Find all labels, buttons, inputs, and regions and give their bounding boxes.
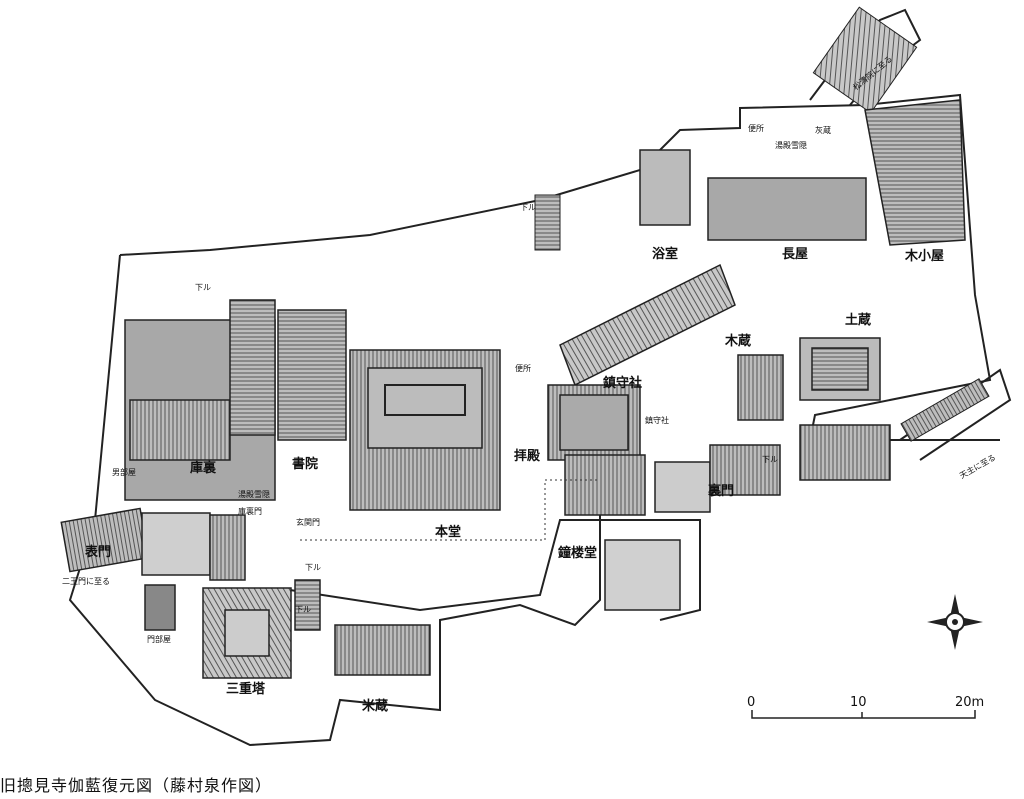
sanjuto-core	[224, 609, 270, 657]
shoro-building	[604, 539, 681, 611]
label-monbeya: 門部屋	[147, 634, 171, 644]
label-otokobeya: 男部屋	[112, 467, 136, 477]
scale-label-mid: 10	[850, 695, 867, 710]
omotemon-roof-east	[209, 514, 246, 581]
outer-wall	[119, 93, 1000, 441]
label-tenshu: 天主に至る	[958, 452, 998, 481]
kuri-roof	[129, 399, 231, 461]
omotemon-gate	[141, 512, 211, 576]
label-haiden: 拝殿	[514, 448, 541, 464]
chinjusha-building	[559, 394, 629, 451]
label-sagaru: 下ル	[762, 455, 778, 464]
figure-caption: 旧摠見寺伽藍復元図（藤村泉作図）	[0, 776, 273, 795]
label-chinjusha-small: 鎮守社	[645, 415, 669, 425]
label-benjo-center: 便所	[515, 363, 531, 373]
label-kuri: 庫裏	[190, 460, 217, 476]
label-chinjusha: 鎮守社	[603, 375, 642, 391]
label-yudono-west: 湯殿雪隠	[238, 489, 270, 499]
temple-site-plan: 松濤院に至る 便所 灰蔵 湯殿雪隠 浴室 長屋 木小屋 木蔵 土蔵 鎮守社 鎮守…	[60, 6, 1012, 747]
dotted-path	[300, 479, 600, 541]
label-sanjuto: 三重塔	[226, 681, 266, 697]
scale-label-end: 20m	[955, 695, 984, 710]
label-shoin: 書院	[292, 456, 318, 472]
label-nagaya: 長屋	[782, 247, 808, 262]
hondo-inner	[367, 367, 483, 449]
hondo-altar	[384, 384, 466, 416]
label-kurimon: 庫裏門	[238, 506, 262, 516]
label-haigura: 灰蔵	[815, 125, 831, 135]
omotemon-roof	[60, 507, 150, 573]
label-hondo: 本堂	[435, 524, 461, 540]
inner-wall-south	[289, 519, 701, 621]
label-sagaru: 下ル	[520, 203, 536, 212]
kuri-annex	[229, 299, 276, 436]
scale-bar: 0 10 20m	[747, 695, 984, 719]
label-kigoya: 木小屋	[904, 248, 944, 264]
monbeya-building	[144, 584, 176, 631]
mokugura-building	[737, 354, 784, 421]
label-omotemon: 表門	[84, 544, 111, 560]
scale-label-zero: 0	[747, 695, 755, 710]
komegura-building	[334, 624, 431, 676]
stair-komegura	[294, 579, 321, 631]
long-corridor-roof	[559, 263, 736, 387]
label-dozo: 土蔵	[845, 312, 871, 328]
label-genkanmon: 玄関門	[296, 517, 320, 527]
label-mokugura: 木蔵	[724, 333, 751, 349]
label-yokushitsu: 浴室	[652, 246, 678, 262]
stair-northwest	[534, 194, 561, 251]
yokushitsu-building	[639, 149, 691, 226]
nagaya-building	[707, 177, 867, 241]
outer-wall-west	[68, 254, 601, 747]
label-benjo-north: 便所	[748, 123, 764, 133]
label-sagaru: 下ル	[195, 283, 211, 292]
shoin-building	[277, 309, 347, 441]
label-shoro: 鐘楼堂	[558, 545, 597, 561]
uramon-roof-west	[564, 454, 646, 516]
stair-north	[812, 6, 918, 114]
label-sagaru: 下ル	[295, 605, 311, 614]
uramon-gate	[654, 461, 711, 513]
stair-east	[900, 378, 990, 442]
label-sagaru: 下ル	[305, 563, 321, 572]
kigoya-building	[864, 99, 966, 246]
dozo-roof	[811, 347, 869, 391]
compass-rose-icon	[927, 594, 983, 650]
label-komegura: 米蔵	[362, 698, 388, 714]
label-niomon: 二王門に至る	[62, 577, 110, 586]
stair-uramon	[799, 424, 891, 481]
label-uramon: 裏門	[707, 483, 734, 499]
uramon-roof-east	[709, 444, 781, 496]
label-yudono-north: 湯殿雪隠	[775, 140, 807, 150]
